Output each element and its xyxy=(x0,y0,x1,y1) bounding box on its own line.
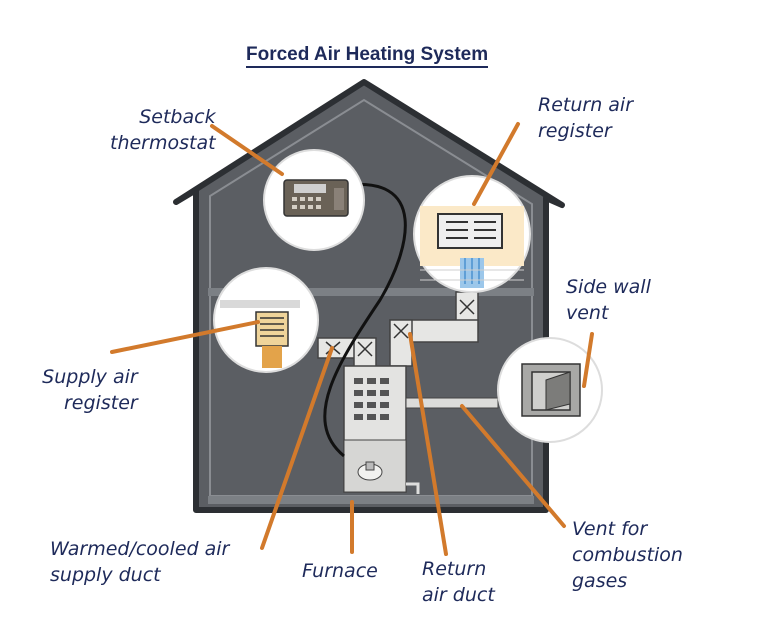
thermostat-callout xyxy=(263,149,365,251)
vent-pipe xyxy=(405,397,499,409)
label-side-wall-vent: Side wall vent xyxy=(566,276,651,324)
thermostat-wire xyxy=(323,182,407,458)
leader-vent-combustion xyxy=(460,404,566,528)
leader-supply-register xyxy=(110,320,260,354)
ground-floor xyxy=(208,496,534,504)
leader-lines xyxy=(110,122,594,556)
label-return-air-duct: Return air duct xyxy=(422,558,495,606)
leader-supply-duct xyxy=(260,346,334,550)
leader-thermostat xyxy=(210,124,284,176)
label-supply-air-register: Supply air register xyxy=(42,366,138,414)
return-register-callout xyxy=(413,175,531,293)
furnace xyxy=(343,365,420,494)
supply-register-callout xyxy=(213,267,319,373)
leader-return-register xyxy=(472,122,520,206)
leader-side-wall-vent xyxy=(582,332,594,388)
label-return-air-register: Return air register xyxy=(538,94,634,142)
floor-divider xyxy=(208,288,534,296)
diagram-title: Forced Air Heating System xyxy=(246,44,489,68)
label-vent-combustion: Vent for combustion gases xyxy=(572,518,683,592)
label-furnace: Furnace xyxy=(302,560,378,582)
label-setback-thermostat: Setback thermostat xyxy=(110,106,216,154)
side-wall-vent-callout xyxy=(497,337,603,443)
label-supply-duct: Warmed/cooled air supply duct xyxy=(50,538,230,586)
leader-return-duct xyxy=(408,332,448,556)
supply-air-duct xyxy=(317,337,377,369)
